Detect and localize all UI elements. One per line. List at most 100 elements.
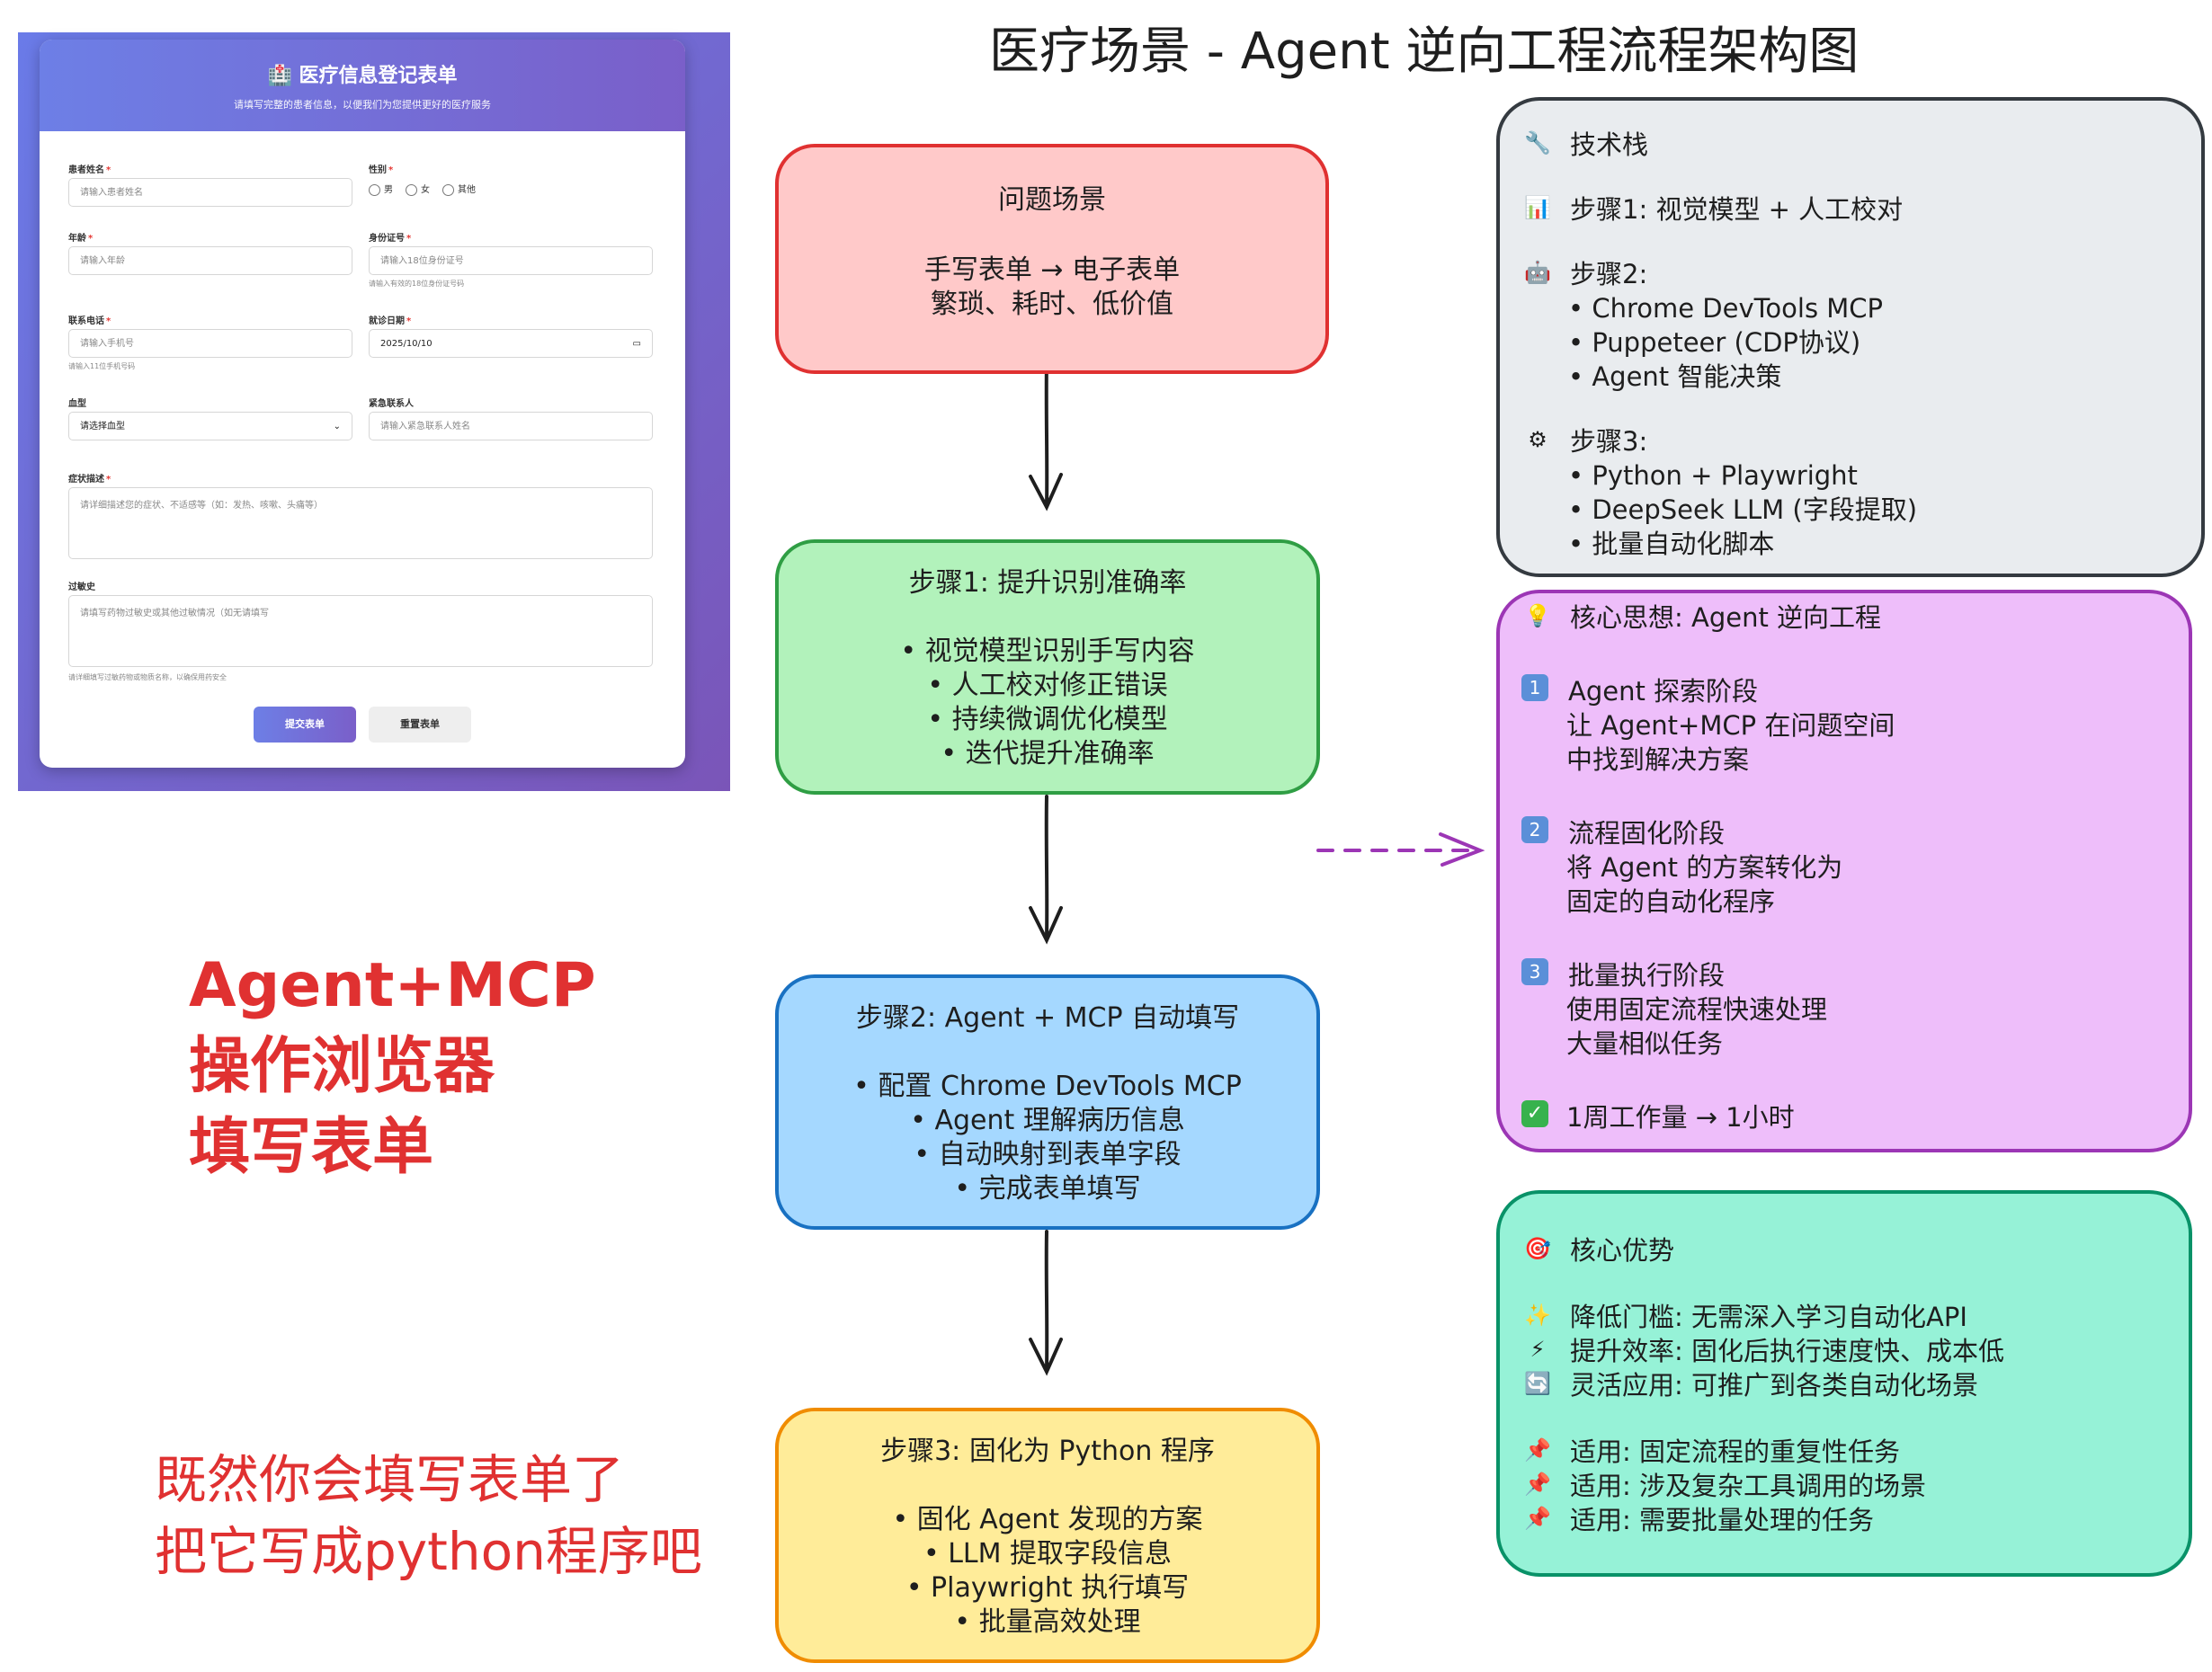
form-card: 🏥 医疗信息登记表单 请填写完整的患者信息，以便我们为您提供更好的医疗服务 患者… [40, 40, 685, 768]
phase3-line: 使用固定流程快速处理 [1566, 994, 1828, 1025]
pin-icon: 📌 [1524, 1437, 1551, 1463]
step3-title: 步骤3: 固化为 Python 程序 [880, 1436, 1215, 1467]
pin-icon: 📌 [1524, 1472, 1551, 1497]
refresh-icon: 🔄 [1524, 1371, 1551, 1396]
idea-heading: 核心思想: Agent 逆向工程 [1570, 602, 1882, 633]
bar-chart-icon: 📊 [1524, 195, 1551, 220]
emergency-contact-input[interactable]: 请输入紧急联系人姓名 [369, 412, 653, 440]
blood-type-select[interactable]: 请选择血型⌄ [68, 412, 352, 440]
target-icon: 🎯 [1524, 1236, 1551, 1261]
label-allergy: 过敏史 [68, 583, 95, 592]
problem-title: 问题场景 [998, 184, 1106, 216]
arrow-step1-to-step2 [1029, 795, 1063, 945]
step1-item: 持续微调优化模型 [779, 703, 1316, 737]
step1-item: 视觉模型识别手写内容 [779, 635, 1316, 669]
label-name: 患者姓名* [68, 165, 111, 175]
advantage-item: 降低门槛: 无需深入学习自动化API [1570, 1302, 1967, 1332]
lightbulb-icon: 💡 [1524, 603, 1551, 628]
problem-line: 手写表单 → 电子表单 [923, 254, 1181, 286]
allergy-hint: 请详细填写过敏药物或物质名称，以确保用药安全 [68, 673, 227, 681]
diagram-title: 医疗场景 - Agent 逆向工程流程架构图 [989, 22, 1860, 81]
chevron-down-icon: ⌄ [333, 422, 341, 431]
label-emergency-contact: 紧急联系人 [369, 399, 414, 409]
visit-date-input[interactable]: 2025/10/10▭ [369, 329, 653, 358]
id-card-input[interactable]: 请输入18位身份证号 [369, 246, 653, 275]
step2-box: 步骤2: Agent + MCP 自动填写 配置 Chrome DevTools… [775, 974, 1320, 1230]
step1-box: 步骤1: 提升识别准确率 视觉模型识别手写内容 人工校对修正错误 持续微调优化模… [775, 539, 1320, 795]
step2-title: 步骤2: Agent + MCP 自动填写 [855, 1002, 1240, 1034]
step2-item: Agent 理解病历信息 [779, 1104, 1316, 1138]
number-3-icon: 3 [1521, 958, 1548, 985]
problem-box: 问题场景 手写表单 → 电子表单 繁琐、耗时、低价值 [775, 144, 1329, 374]
form-header: 🏥 医疗信息登记表单 请填写完整的患者信息，以便我们为您提供更好的医疗服务 [40, 40, 685, 131]
use-case-item: 适用: 需要批量处理的任务 [1570, 1505, 1874, 1535]
tech-step2-item: Chrome DevTools MCP [1521, 291, 2180, 325]
phone-hint: 请输入11位手机号码 [68, 362, 136, 370]
phase1-line: 中找到解决方案 [1566, 744, 1750, 775]
step1-item: 迭代提升准确率 [779, 737, 1316, 771]
label-id-card: 身份证号* [369, 234, 412, 244]
label-gender: 性别* [369, 165, 394, 175]
tech-step1: 步骤1: 视觉模型 + 人工校对 [1570, 194, 1904, 225]
step2-item: 配置 Chrome DevTools MCP [779, 1070, 1316, 1104]
age-input[interactable]: 请输入年龄 [68, 246, 352, 275]
submit-button[interactable]: 提交表单 [254, 707, 356, 743]
advantage-item: 提升效率: 固化后执行速度快、成本低 [1570, 1336, 2004, 1366]
phase3-line: 大量相似任务 [1566, 1028, 1724, 1059]
number-1-icon: 1 [1521, 674, 1548, 701]
hospital-icon: 🏥 [267, 65, 299, 87]
phase1-line: 让 Agent+MCP 在问题空间 [1566, 710, 1895, 741]
calendar-icon[interactable]: ▭ [632, 339, 641, 349]
use-case-item: 适用: 涉及复杂工具调用的场景 [1570, 1471, 1926, 1501]
reset-button[interactable]: 重置表单 [369, 707, 471, 743]
wrench-icon: 🔧 [1524, 130, 1551, 156]
radio-male[interactable]: 男 [369, 182, 393, 196]
arrow-step2-to-step3 [1029, 1230, 1063, 1376]
tech-step3-item: 批量自动化脚本 [1521, 527, 2180, 561]
arrow-problem-to-step1 [1029, 360, 1063, 511]
lightning-icon: ⚡ [1530, 1337, 1546, 1362]
tech-heading: 技术栈 [1570, 129, 1649, 160]
tech-stack-panel: 🔧 技术栈 📊 步骤1: 视觉模型 + 人工校对 🤖 步骤2: Chrome DevT… [1496, 97, 2205, 577]
form-subtitle: 请填写完整的患者信息，以便我们为您提供更好的医疗服务 [234, 99, 491, 111]
tech-step2-item: Puppeteer (CDP协议) [1521, 325, 2180, 360]
allergy-textarea[interactable]: 请填写药物过敏史或其他过敏情况（如无请填写 [68, 595, 653, 667]
step3-box: 步骤3: 固化为 Python 程序 固化 Agent 发现的方案 LLM 提取… [775, 1408, 1320, 1663]
gender-radio-group[interactable]: 男 女 其他 [369, 182, 476, 196]
label-blood-type: 血型 [68, 399, 86, 409]
radio-other[interactable]: 其他 [442, 182, 476, 196]
step3-item: LLM 提取字段信息 [779, 1537, 1316, 1571]
step3-item: 批量高效处理 [779, 1605, 1316, 1640]
number-2-icon: 2 [1521, 816, 1548, 843]
tech-step2-item: Agent 智能决策 [1521, 360, 2180, 394]
advantages-panel: 🎯 核心优势 ✨ 降低门槛: 无需深入学习自动化API ⚡ 提升效率: 固化后执行速度… [1496, 1190, 2192, 1577]
step2-item: 自动映射到表单字段 [779, 1138, 1316, 1172]
phase1-title: Agent 探索阶段 [1568, 676, 1759, 707]
radio-female[interactable]: 女 [406, 182, 430, 196]
form-screenshot: 🏥 医疗信息登记表单 请填写完整的患者信息，以便我们为您提供更好的医疗服务 患者… [18, 32, 730, 791]
core-idea-panel: 💡 核心思想: Agent 逆向工程 1 Agent 探索阶段 让 Agent+MC… [1496, 590, 2192, 1152]
phone-input[interactable]: 请输入手机号 [68, 329, 352, 358]
robot-icon: 🤖 [1524, 260, 1551, 285]
name-input[interactable]: 请输入患者姓名 [68, 178, 352, 207]
step3-item: 固化 Agent 发现的方案 [779, 1503, 1316, 1537]
advantage-item: 灵活应用: 可推广到各类自动化场景 [1570, 1370, 1978, 1401]
tech-step2-heading: 步骤2: [1570, 259, 1648, 289]
annotation-agent-mcp: Agent+MCP 操作浏览器 填写表单 [189, 950, 596, 1183]
symptoms-textarea[interactable]: 请详细描述您的症状、不适感等（如：发热、咳嗽、头痛等） [68, 487, 653, 559]
id-card-hint: 请输入有效的18位身份证号码 [369, 280, 465, 288]
label-phone: 联系电话* [68, 316, 111, 326]
use-case-item: 适用: 固定流程的重复性任务 [1570, 1436, 1900, 1467]
step3-item: Playwright 执行填写 [779, 1571, 1316, 1605]
label-visit-date: 就诊日期* [369, 316, 412, 326]
tech-step3-heading: 步骤3: [1570, 426, 1648, 457]
sparkles-icon: ✨ [1524, 1303, 1551, 1328]
tech-step3-item: DeepSeek LLM (字段提取) [1521, 493, 2180, 527]
checkmark-icon: ✓ [1521, 1100, 1548, 1127]
advantages-heading: 核心优势 [1570, 1235, 1675, 1266]
label-age: 年龄* [68, 234, 94, 244]
step1-title: 步骤1: 提升识别准确率 [908, 567, 1187, 599]
step2-item: 完成表单填写 [779, 1172, 1316, 1206]
phase2-title: 流程固化阶段 [1568, 818, 1726, 849]
